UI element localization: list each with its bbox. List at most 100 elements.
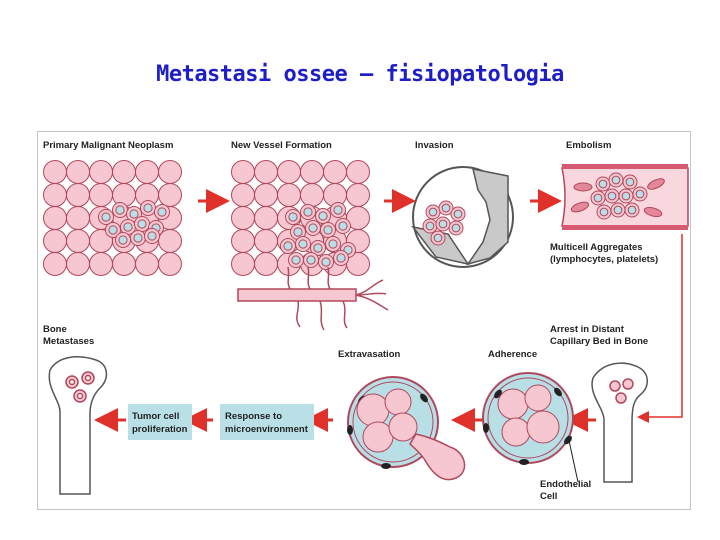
tumor-cell-nucleus — [101, 212, 111, 222]
normal-cell — [43, 229, 67, 253]
extravasation-vessel — [347, 376, 466, 481]
tumor-cell-nucleus — [635, 189, 645, 199]
label-bone-2: Metastases — [43, 336, 94, 347]
normal-cell — [112, 252, 136, 276]
tumor-cell-nucleus — [598, 179, 608, 189]
tumor-cell-nucleus — [593, 193, 603, 203]
normal-cell — [89, 160, 113, 184]
normal-cell — [254, 160, 278, 184]
tumor-cluster-vessel — [280, 202, 356, 270]
normal-cell — [66, 160, 90, 184]
label-extravasation: Extravasation — [338, 349, 401, 360]
tumor-cell-nucleus — [291, 255, 301, 265]
tumor-cell-nucleus — [336, 253, 346, 263]
tumor-cell-nucleus — [283, 241, 293, 251]
arrow-embolism-to-arrest — [637, 234, 683, 423]
tumor-cell-nucleus — [323, 225, 333, 235]
tumor-cell-nucleus — [441, 203, 451, 213]
normal-cell — [231, 160, 255, 184]
tumor-cell-nucleus — [118, 235, 128, 245]
tumor-cell-nucleus — [321, 257, 331, 267]
label-multicell-2: (lymphocytes, platelets) — [550, 254, 658, 265]
label-multicell-1: Multicell Aggregates — [550, 242, 643, 253]
tumor-cell-nucleus — [133, 233, 143, 243]
normal-cell — [231, 229, 255, 253]
response-label-1: Response to — [225, 411, 282, 422]
normal-cell — [346, 160, 370, 184]
tumor-proliferation-label-1: Tumor cell — [132, 411, 179, 422]
slide-title: Metastasi ossee – fisiopatologia — [156, 62, 564, 87]
tumor-cell-nucleus — [298, 239, 308, 249]
tumor-cell-nucleus — [438, 219, 448, 229]
normal-cell — [112, 183, 136, 207]
tumor-cell-nucleus — [611, 175, 621, 185]
normal-cell — [277, 160, 301, 184]
tumor-proliferation-box — [128, 404, 192, 440]
tumor-cluster-invasion — [422, 200, 466, 246]
tumor-cell-nucleus — [129, 209, 139, 219]
normal-cell — [43, 160, 67, 184]
normal-cell — [254, 252, 278, 276]
tumor-cell-nucleus — [108, 225, 118, 235]
normal-cell — [277, 183, 301, 207]
endothelial-pointer — [567, 435, 579, 483]
normal-cell-grid-primary — [43, 160, 182, 276]
tumor-cell-nucleus — [115, 205, 125, 215]
tumor-cell-nucleus — [157, 207, 167, 217]
normal-cell — [158, 183, 182, 207]
normal-cell — [254, 206, 278, 230]
tumor-cell-nucleus — [328, 239, 338, 249]
tumor-cell-nucleus — [318, 211, 328, 221]
tumor-cell-nucleus — [308, 223, 318, 233]
tumor-proliferation-label-2: proliferation — [132, 424, 188, 435]
pathophysiology-figure: Primary Malignant Neoplasm New Vessel Fo… — [37, 131, 691, 510]
tumor-cell-nucleus — [627, 205, 637, 215]
tumor-cell-nucleus — [613, 205, 623, 215]
tumor-cell-nucleus — [293, 227, 303, 237]
tumor-cluster-embolism — [590, 172, 648, 220]
normal-cell — [231, 206, 255, 230]
tumor-cell-nucleus — [303, 207, 313, 217]
tumor-cluster-primary — [98, 200, 170, 248]
normal-cell — [300, 183, 324, 207]
label-endothelial-2: Cell — [540, 491, 557, 502]
label-arrest-1: Arrest in Distant — [550, 324, 625, 335]
response-microenvironment-box — [220, 404, 314, 440]
bone-left — [48, 356, 108, 495]
normal-cell — [231, 252, 255, 276]
tumor-cell-nucleus — [147, 231, 157, 241]
normal-cell — [254, 183, 278, 207]
label-arrest-2: Capillary Bed in Bone — [550, 336, 648, 347]
bone-right — [591, 362, 648, 483]
normal-cell — [254, 229, 278, 253]
new-vessels — [237, 266, 389, 331]
tumor-cell-nucleus — [607, 191, 617, 201]
label-primary: Primary Malignant Neoplasm — [43, 140, 173, 151]
normal-cell — [66, 183, 90, 207]
tumor-cell-nucleus — [428, 207, 438, 217]
tumor-cell-nucleus — [313, 243, 323, 253]
tumor-cell-nucleus — [288, 212, 298, 222]
tumor-cell-nucleus — [143, 203, 153, 213]
tumor-cell-nucleus — [333, 205, 343, 215]
tumor-cell-nucleus — [621, 191, 631, 201]
response-label-2: microenvironment — [225, 424, 309, 435]
label-vessel: New Vessel Formation — [231, 140, 332, 151]
tumor-cell-nucleus — [599, 207, 609, 217]
label-bone-1: Bone — [43, 324, 67, 335]
normal-cell — [158, 160, 182, 184]
normal-cell — [346, 183, 370, 207]
tumor-cell-nucleus — [123, 222, 133, 232]
normal-cell — [112, 160, 136, 184]
tumor-cell-nucleus — [425, 221, 435, 231]
tumor-cell-nucleus — [451, 223, 461, 233]
normal-cell — [135, 160, 159, 184]
tumor-cell-nucleus — [306, 255, 316, 265]
tumor-cell-nucleus — [338, 221, 348, 231]
normal-cell — [66, 206, 90, 230]
normal-cell — [231, 183, 255, 207]
normal-cell — [346, 252, 370, 276]
tumor-cell-nucleus — [453, 209, 463, 219]
normal-cell — [89, 183, 113, 207]
label-endothelial-1: Endothelial — [540, 479, 591, 490]
